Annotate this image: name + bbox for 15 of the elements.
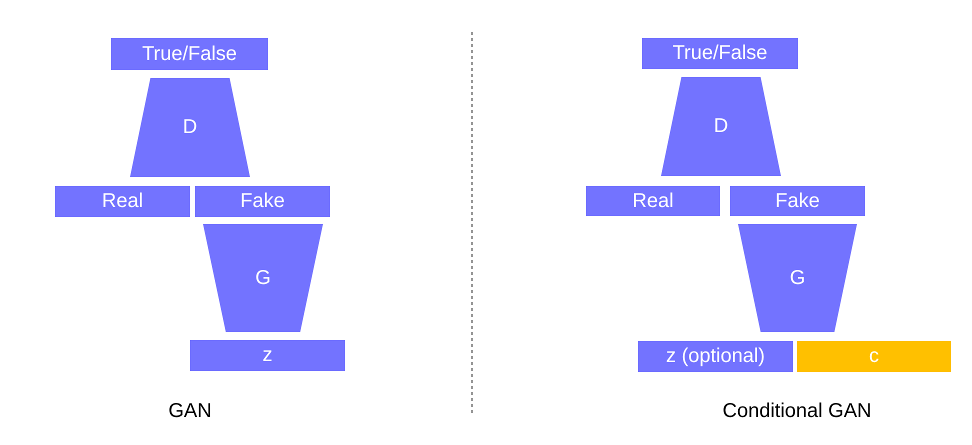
label-block: z (optional) <box>638 341 793 372</box>
label-block: Real <box>586 186 720 216</box>
trapezoid-block: G <box>738 224 857 332</box>
trapezoid-block: G <box>203 224 323 332</box>
label-block: Real <box>55 186 190 217</box>
label-block: True/False <box>111 38 268 70</box>
trapezoid-block: D <box>130 78 250 177</box>
label-block: Fake <box>195 186 330 217</box>
label-block: z <box>190 340 345 371</box>
label-block: Fake <box>730 186 865 216</box>
trapezoid-block: D <box>661 77 781 176</box>
caption: GAN <box>168 400 212 423</box>
label-block: c <box>797 341 951 372</box>
label-block: True/False <box>642 38 798 69</box>
caption: Conditional GAN <box>722 400 872 423</box>
